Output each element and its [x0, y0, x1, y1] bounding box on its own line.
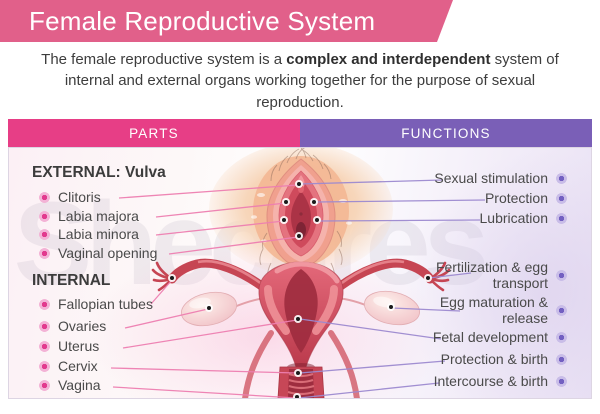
pink-bullet-icon — [39, 340, 50, 352]
purple-bullet-icon — [556, 212, 567, 224]
purple-bullet-icon — [556, 353, 567, 365]
function-label: Intercourse & birth — [433, 373, 548, 389]
function-item-egg-maturation: Egg maturation & release — [434, 294, 567, 326]
part-item-fallopian-tubes: Fallopian tubes — [39, 296, 153, 312]
connector-lines-parts — [110, 184, 299, 398]
part-label: Clitoris — [58, 189, 101, 205]
part-item-vaginal-opening: Vaginal opening — [39, 245, 157, 261]
function-item-fertilization: Fertilization & egg transport — [434, 259, 567, 291]
connector-lines-functions — [298, 179, 486, 398]
pink-bullet-icon — [39, 191, 50, 203]
tab-functions[interactable]: FUNCTIONS — [300, 119, 592, 147]
purple-bullet-icon — [556, 331, 567, 343]
pink-bullet-icon — [39, 320, 50, 332]
tube-right-highlight — [338, 259, 405, 287]
part-label: Vaginal opening — [58, 245, 158, 261]
part-item-vagina: Vagina — [39, 377, 101, 393]
page-title: Female Reproductive System — [29, 6, 376, 36]
internal-heading: INTERNAL — [32, 272, 111, 289]
part-label: Vagina — [58, 377, 101, 393]
intro-text: The female reproductive system is a comp… — [24, 49, 576, 113]
anatomy-illustration — [91, 148, 591, 398]
part-item-cervix: Cervix — [39, 358, 98, 374]
part-label: Labia minora — [58, 226, 139, 242]
wall-right — [312, 285, 338, 335]
function-item-protection: Protection — [485, 190, 567, 206]
fimbriae-right — [428, 261, 451, 292]
purple-bullet-icon — [556, 305, 567, 317]
urethra — [299, 212, 303, 216]
part-label: Cervix — [58, 358, 98, 374]
fallopian-tube-right — [334, 258, 435, 292]
pink-bullet-icon — [39, 247, 50, 259]
part-item-clitoris: Clitoris — [39, 189, 101, 205]
function-label: Protection & birth — [440, 351, 548, 367]
function-item-lubrication: Lubrication — [479, 210, 567, 226]
purple-bullet-icon — [556, 192, 567, 204]
uterine-cavity — [284, 269, 318, 353]
part-label: Uterus — [58, 338, 100, 354]
tab-parts[interactable]: PARTS — [8, 119, 300, 147]
uterus-illustration — [151, 258, 451, 398]
tab-bar: PARTS FUNCTIONS — [8, 119, 592, 147]
function-label: Protection — [484, 190, 548, 206]
tube-left-highlight — [197, 259, 264, 287]
fallopian-tube-left — [167, 258, 268, 292]
page-title-banner: Female Reproductive System — [0, 0, 453, 42]
marker-dots — [168, 180, 432, 398]
pink-bullet-icon — [39, 228, 50, 240]
function-label: Fetal development — [432, 329, 548, 345]
function-item-protection-birth: Protection & birth — [441, 351, 567, 367]
part-item-ovaries: Ovaries — [39, 318, 106, 334]
intro-text-post: system of internal and external organs w… — [64, 51, 559, 111]
part-label: Labia majora — [58, 208, 139, 224]
function-label: Lubrication — [479, 210, 549, 226]
ovary-left-highlight — [189, 297, 211, 309]
fundus-highlight — [274, 261, 340, 284]
pink-bullet-icon — [39, 210, 50, 222]
purple-bullet-icon — [556, 375, 567, 387]
part-item-labia-minora: Labia minora — [39, 226, 139, 242]
pink-bullet-icon — [39, 379, 50, 391]
function-item-intercourse-birth: Intercourse & birth — [434, 373, 567, 389]
strand-right — [328, 330, 360, 398]
function-label: Sexual stimulation — [434, 170, 548, 186]
part-item-uterus: Uterus — [39, 338, 99, 354]
part-label: Fallopian tubes — [58, 296, 153, 312]
strand-left — [242, 330, 274, 398]
purple-bullet-icon — [556, 172, 567, 184]
function-label: Egg maturation & release — [439, 294, 548, 326]
wall-left — [264, 285, 290, 335]
function-item-sexual-stimulation: Sexual stimulation — [434, 170, 567, 186]
purple-bullet-icon — [556, 270, 567, 282]
external-heading: EXTERNAL: Vulva — [32, 164, 166, 181]
part-label: Ovaries — [58, 318, 107, 334]
pubic-hair-strokes — [259, 148, 343, 282]
pink-bullet-icon — [39, 360, 50, 372]
pink-bullet-icon — [39, 298, 50, 310]
intro-text-bold: complex and interdependent — [286, 51, 491, 68]
vestibule — [291, 191, 311, 241]
part-item-labia-majora: Labia majora — [39, 208, 139, 224]
function-item-fetal-development: Fetal development — [433, 329, 567, 345]
function-label: Fertilization & egg transport — [435, 259, 548, 291]
vaginal-rugae — [287, 372, 315, 396]
intro-text-pre: The female reproductive system is a — [41, 51, 287, 68]
